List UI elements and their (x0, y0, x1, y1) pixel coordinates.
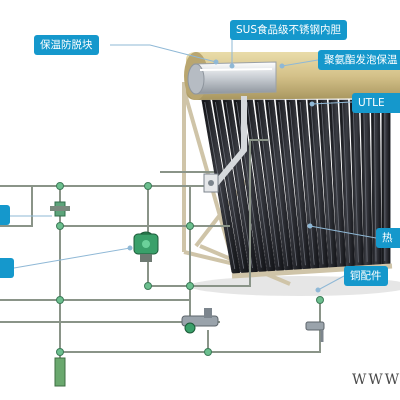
vacuum-tube-highlight (363, 101, 368, 262)
pu-foam-label: 聚氨酯发泡保温 (318, 50, 400, 70)
utle-label: UTLE (352, 93, 400, 113)
callout-leaders (10, 30, 377, 293)
heat-label: 热 (376, 228, 400, 248)
vacuum-tube-highlight (278, 101, 297, 266)
vacuum-tube-highlight (310, 101, 324, 265)
vacuum-tube-highlight (257, 101, 280, 267)
tank-outlet-pipe (211, 96, 247, 188)
vacuum-tube-highlight (267, 101, 289, 267)
inner-tank-cutaway (193, 61, 277, 95)
circulation-pump (133, 231, 159, 262)
watermark-text: WWW (352, 372, 400, 388)
vacuum-tube-highlight (331, 101, 342, 264)
vacuum-tube-highlight (246, 101, 271, 268)
vacuum-tube-highlight (289, 101, 306, 266)
vacuum-tube-highlight (236, 101, 262, 268)
left-callout-tab-1 (0, 205, 10, 225)
insulation-block-label: 保温防脱块 (34, 35, 99, 55)
sensor-unit (203, 173, 219, 193)
copper-fittings-label: 铜配件 (344, 266, 388, 286)
inline-valve (50, 201, 70, 217)
vacuum-tube-array (201, 99, 391, 276)
vacuum-tube-highlight (214, 101, 245, 269)
drain-pipe (54, 357, 66, 387)
sus-tank-label: SUS食品级不锈钢内胆 (230, 20, 348, 40)
vacuum-tube-highlight (342, 101, 350, 263)
vacuum-tube-highlight (225, 101, 253, 269)
vacuum-tube-highlight (352, 101, 359, 263)
vacuum-tube-highlight (373, 101, 377, 262)
vacuum-tube-highlight (299, 101, 315, 265)
left-callout-tab-2 (0, 258, 14, 278)
shower-tap (305, 321, 325, 342)
mixing-valve (181, 308, 219, 334)
pipe-fittings (56, 182, 324, 356)
vacuum-tube-highlight (320, 101, 333, 264)
vacuum-tube-highlight (204, 101, 236, 270)
